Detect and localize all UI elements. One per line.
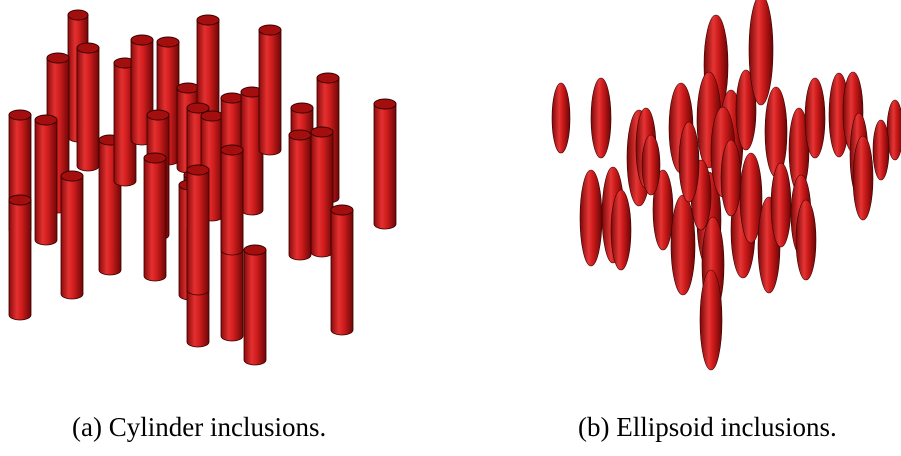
cylinder-inclusion bbox=[113, 57, 137, 187]
ellipsoid-inclusion bbox=[652, 169, 674, 251]
ellipsoid-inclusion bbox=[590, 77, 612, 159]
cylinder-inclusion bbox=[60, 170, 84, 300]
ellipsoid-inclusion bbox=[872, 119, 890, 181]
ellipsoid-inclusion bbox=[670, 194, 696, 296]
ellipsoid-inclusion bbox=[720, 139, 742, 217]
ellipsoid-inclusion bbox=[551, 82, 571, 154]
cylinder-inclusion bbox=[8, 194, 32, 321]
ellipsoid-inclusion bbox=[852, 135, 874, 221]
ellipsoid-inclusion bbox=[804, 77, 826, 159]
ellipsoid-inclusion bbox=[739, 152, 763, 244]
ellipsoid-inclusion bbox=[735, 69, 757, 151]
ellipsoid-inclusion bbox=[678, 121, 700, 203]
ellipsoid-inclusions-image bbox=[551, 0, 901, 371]
ellipsoid-inclusion bbox=[764, 86, 788, 178]
cylinder-inclusion bbox=[220, 144, 244, 256]
ellipsoid-inclusion bbox=[641, 134, 661, 196]
cylinder-inclusion bbox=[310, 126, 334, 258]
cylinder-inclusion bbox=[373, 98, 397, 230]
cylinder-inclusion bbox=[288, 129, 312, 261]
cylinder-inclusion bbox=[143, 152, 167, 282]
panel-b-caption: (b) Ellipsoid inclusions. bbox=[578, 412, 837, 442]
cylinder-inclusion bbox=[34, 114, 58, 246]
panel-a-caption: (a) Cylinder inclusions. bbox=[72, 412, 327, 442]
ellipsoid-inclusion bbox=[699, 269, 723, 371]
cylinder-inclusion bbox=[240, 86, 264, 216]
cylinder-inclusion bbox=[76, 42, 100, 172]
cylinder-inclusions-image bbox=[8, 9, 397, 366]
cylinder-inclusion bbox=[330, 204, 354, 336]
cylinder-inclusion bbox=[186, 164, 210, 296]
ellipsoid-inclusion bbox=[795, 199, 817, 281]
ellipsoid-inclusion bbox=[579, 169, 603, 267]
ellipsoid-inclusion bbox=[610, 189, 632, 271]
cylinder-inclusion bbox=[258, 24, 282, 156]
ellipsoid-inclusion bbox=[748, 0, 774, 106]
cylinder-inclusion bbox=[243, 244, 267, 366]
ellipsoid-inclusion bbox=[770, 162, 792, 248]
